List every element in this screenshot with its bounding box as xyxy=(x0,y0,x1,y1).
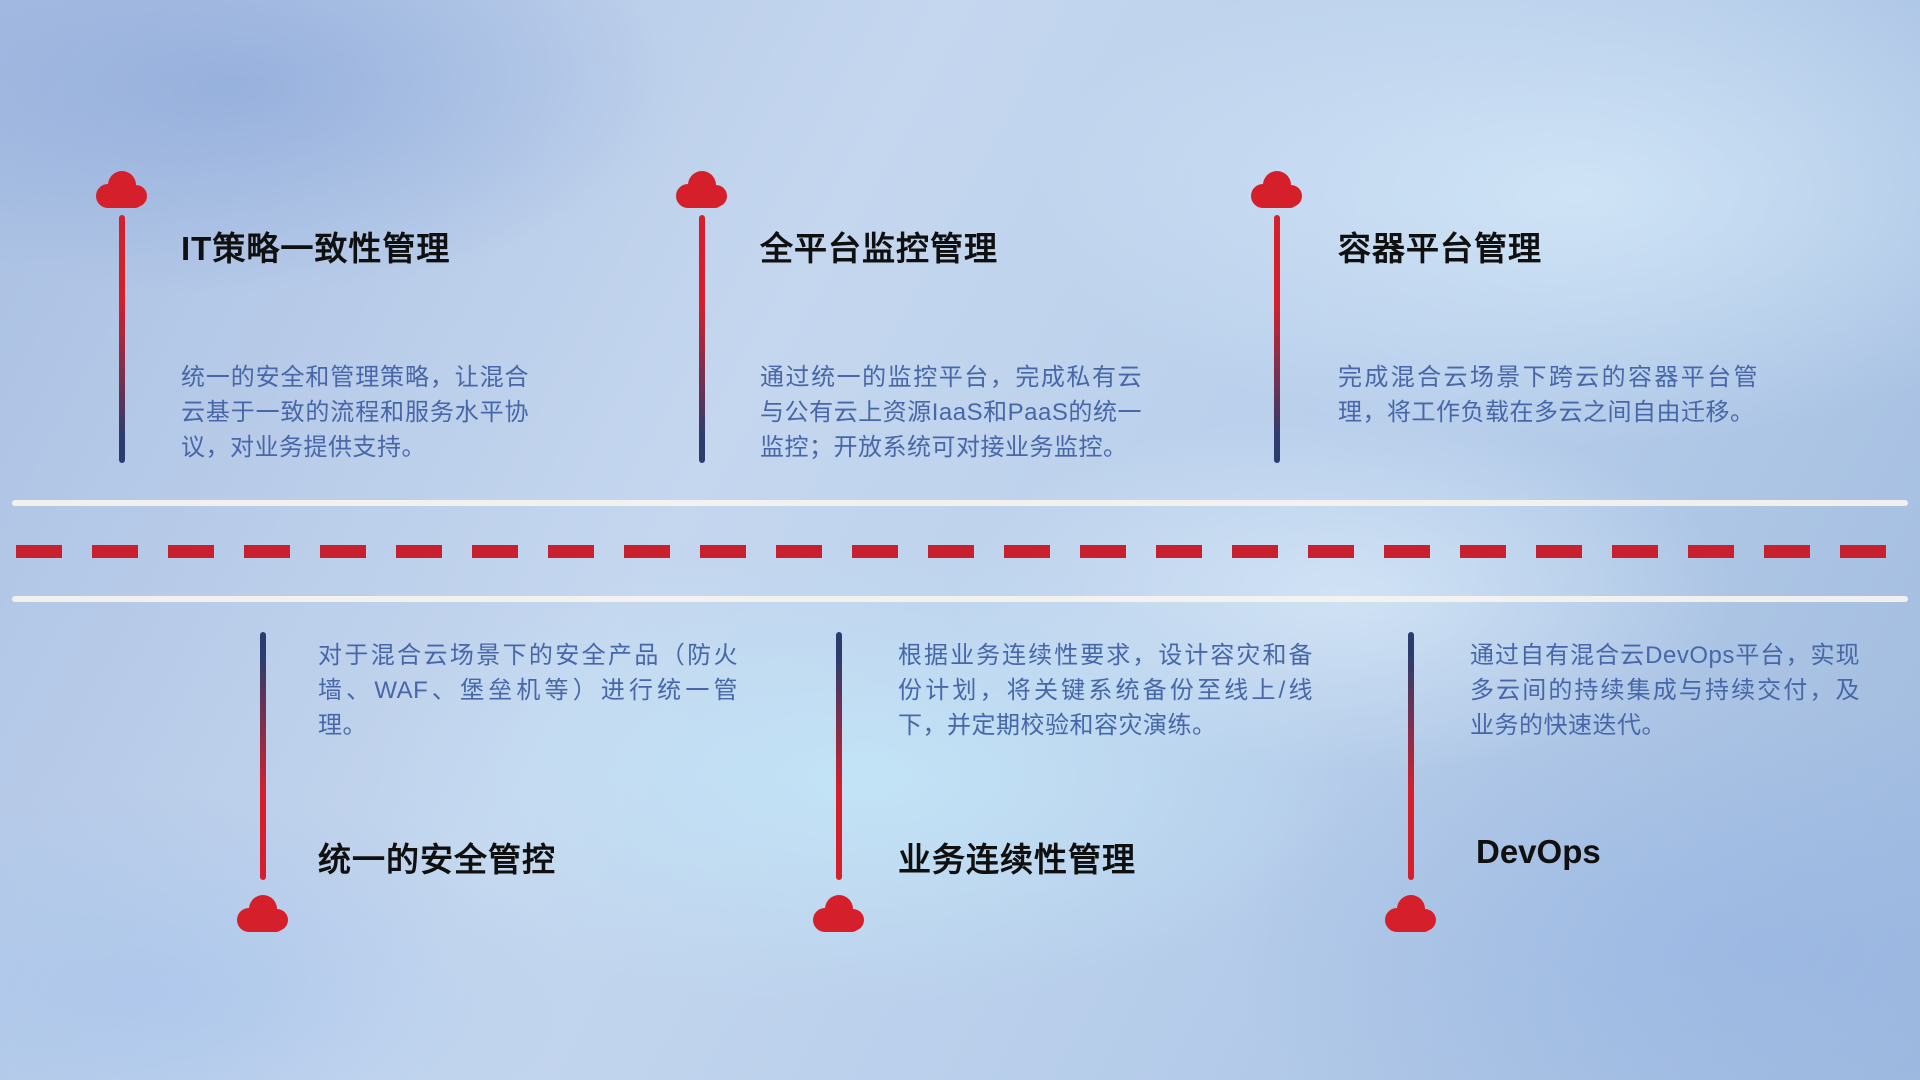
feature-title-security: 统一的安全管控 xyxy=(318,841,556,878)
cloud-icon xyxy=(237,895,288,932)
cloud-icon xyxy=(813,895,864,932)
feature-title-devops: DevOps xyxy=(1476,833,1601,870)
cloud-icon xyxy=(676,171,727,208)
feature-title-it-policy: IT策略一致性管理 xyxy=(181,230,451,267)
feature-title-container: 容器平台管理 xyxy=(1338,230,1542,267)
feature-title-monitoring: 全平台监控管理 xyxy=(760,230,998,267)
connector-line xyxy=(260,632,266,880)
feature-title-continuity: 业务连续性管理 xyxy=(898,841,1136,878)
feature-desc-container: 完成混合云场景下跨云的容器平台管理，将工作负载在多云之间自由迁移。 xyxy=(1338,364,1758,426)
connector-line xyxy=(699,215,705,463)
feature-desc-it-policy: 统一的安全和管理策略，让混合云基于一致的流程和服务水平协议，对业务提供支持。 xyxy=(181,364,529,461)
feature-desc-devops: 通过自有混合云DevOps平台，实现多云间的持续集成与持续交付，及业务的快速迭代… xyxy=(1470,642,1860,739)
connector-line xyxy=(836,632,842,880)
connector-line xyxy=(119,215,125,463)
feature-desc-monitoring: 通过统一的监控平台，完成私有云与公有云上资源IaaS和PaaS的统一监控；开放系… xyxy=(760,364,1142,461)
cloud-icon xyxy=(1385,895,1436,932)
road-bottom-line xyxy=(12,596,1908,602)
feature-desc-continuity: 根据业务连续性要求，设计容灾和备份计划，将关键系统备份至线上/线下，并定期校验和… xyxy=(898,642,1313,739)
connector-line xyxy=(1274,215,1280,463)
feature-desc-security: 对于混合云场景下的安全产品（防火墙、WAF、堡垒机等）进行统一管理。 xyxy=(318,642,738,739)
road-dashed-centerline xyxy=(16,545,1904,558)
cloud-icon xyxy=(1251,171,1302,208)
road-top-line xyxy=(12,500,1908,506)
cloud-icon xyxy=(96,171,147,208)
connector-line xyxy=(1408,632,1414,880)
